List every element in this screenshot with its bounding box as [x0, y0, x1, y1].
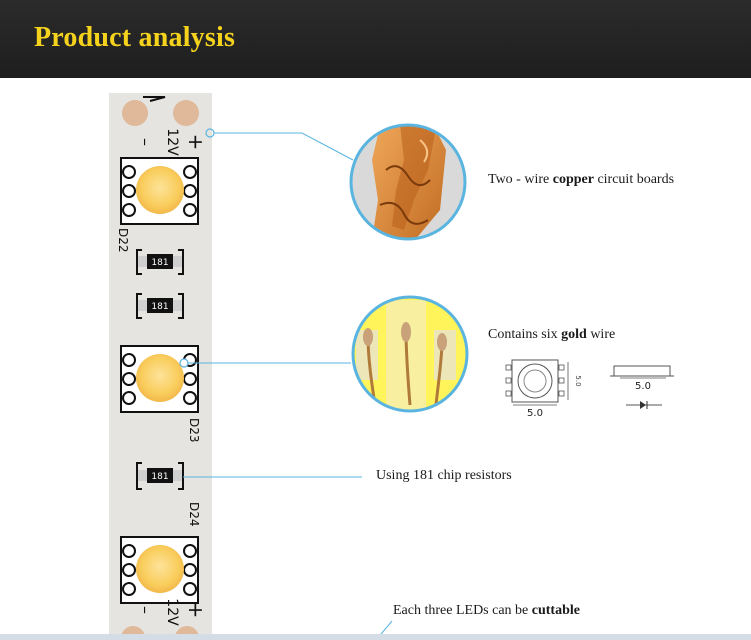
led-label-d22: D22: [116, 228, 130, 253]
resistor-code-1: 181: [151, 258, 168, 268]
resistor-code-3: 181: [151, 472, 168, 482]
label-copper: Two - wire copper circuit boards: [488, 172, 675, 187]
pad-minus-label-bottom: –: [136, 606, 155, 614]
resistor-1: [136, 249, 184, 275]
led-chip-d23: [120, 345, 199, 413]
led-chip-d24: [120, 536, 199, 604]
led-label-d24: D24: [187, 502, 201, 527]
resistor-code-2: 181: [151, 302, 168, 312]
pad-minus-label-top: –: [136, 138, 155, 146]
chip-side-diagram: [610, 365, 674, 409]
led-label-d23: D23: [187, 418, 201, 443]
chip-side-width: 5.0: [635, 381, 651, 392]
chip-front-width: 5.0: [527, 408, 543, 419]
bottom-scroll-strip: [0, 634, 751, 640]
callout-line-copper: [205, 128, 354, 161]
label-cuttable: Each three LEDs can be cuttable: [393, 603, 580, 618]
label-gold-wire: Contains six gold wire: [488, 327, 616, 342]
header-banner: Product analysis: [0, 0, 751, 78]
pad-plus-label-top: +: [184, 134, 208, 151]
pad-voltage-label-top: 12V: [164, 128, 180, 156]
led-chip-d22: [120, 157, 199, 225]
chip-front-height: 5.0: [574, 375, 582, 386]
callout-line-gold: [179, 358, 351, 368]
copper-zoom-circle: [349, 123, 467, 241]
chip-front-diagram: [505, 359, 569, 406]
page-title: Product analysis: [34, 22, 236, 53]
label-resistor: Using 181 chip resistors: [376, 468, 512, 483]
gold-wire-zoom-circle: [351, 295, 469, 413]
resistor-2: [136, 293, 184, 319]
resistor-3: [136, 462, 184, 490]
solder-pad-top-right: [173, 100, 199, 126]
solder-pad-top-left: [122, 100, 148, 126]
pad-voltage-label-bottom: 12V: [164, 598, 180, 626]
pad-plus-label-bottom: +: [184, 602, 208, 619]
